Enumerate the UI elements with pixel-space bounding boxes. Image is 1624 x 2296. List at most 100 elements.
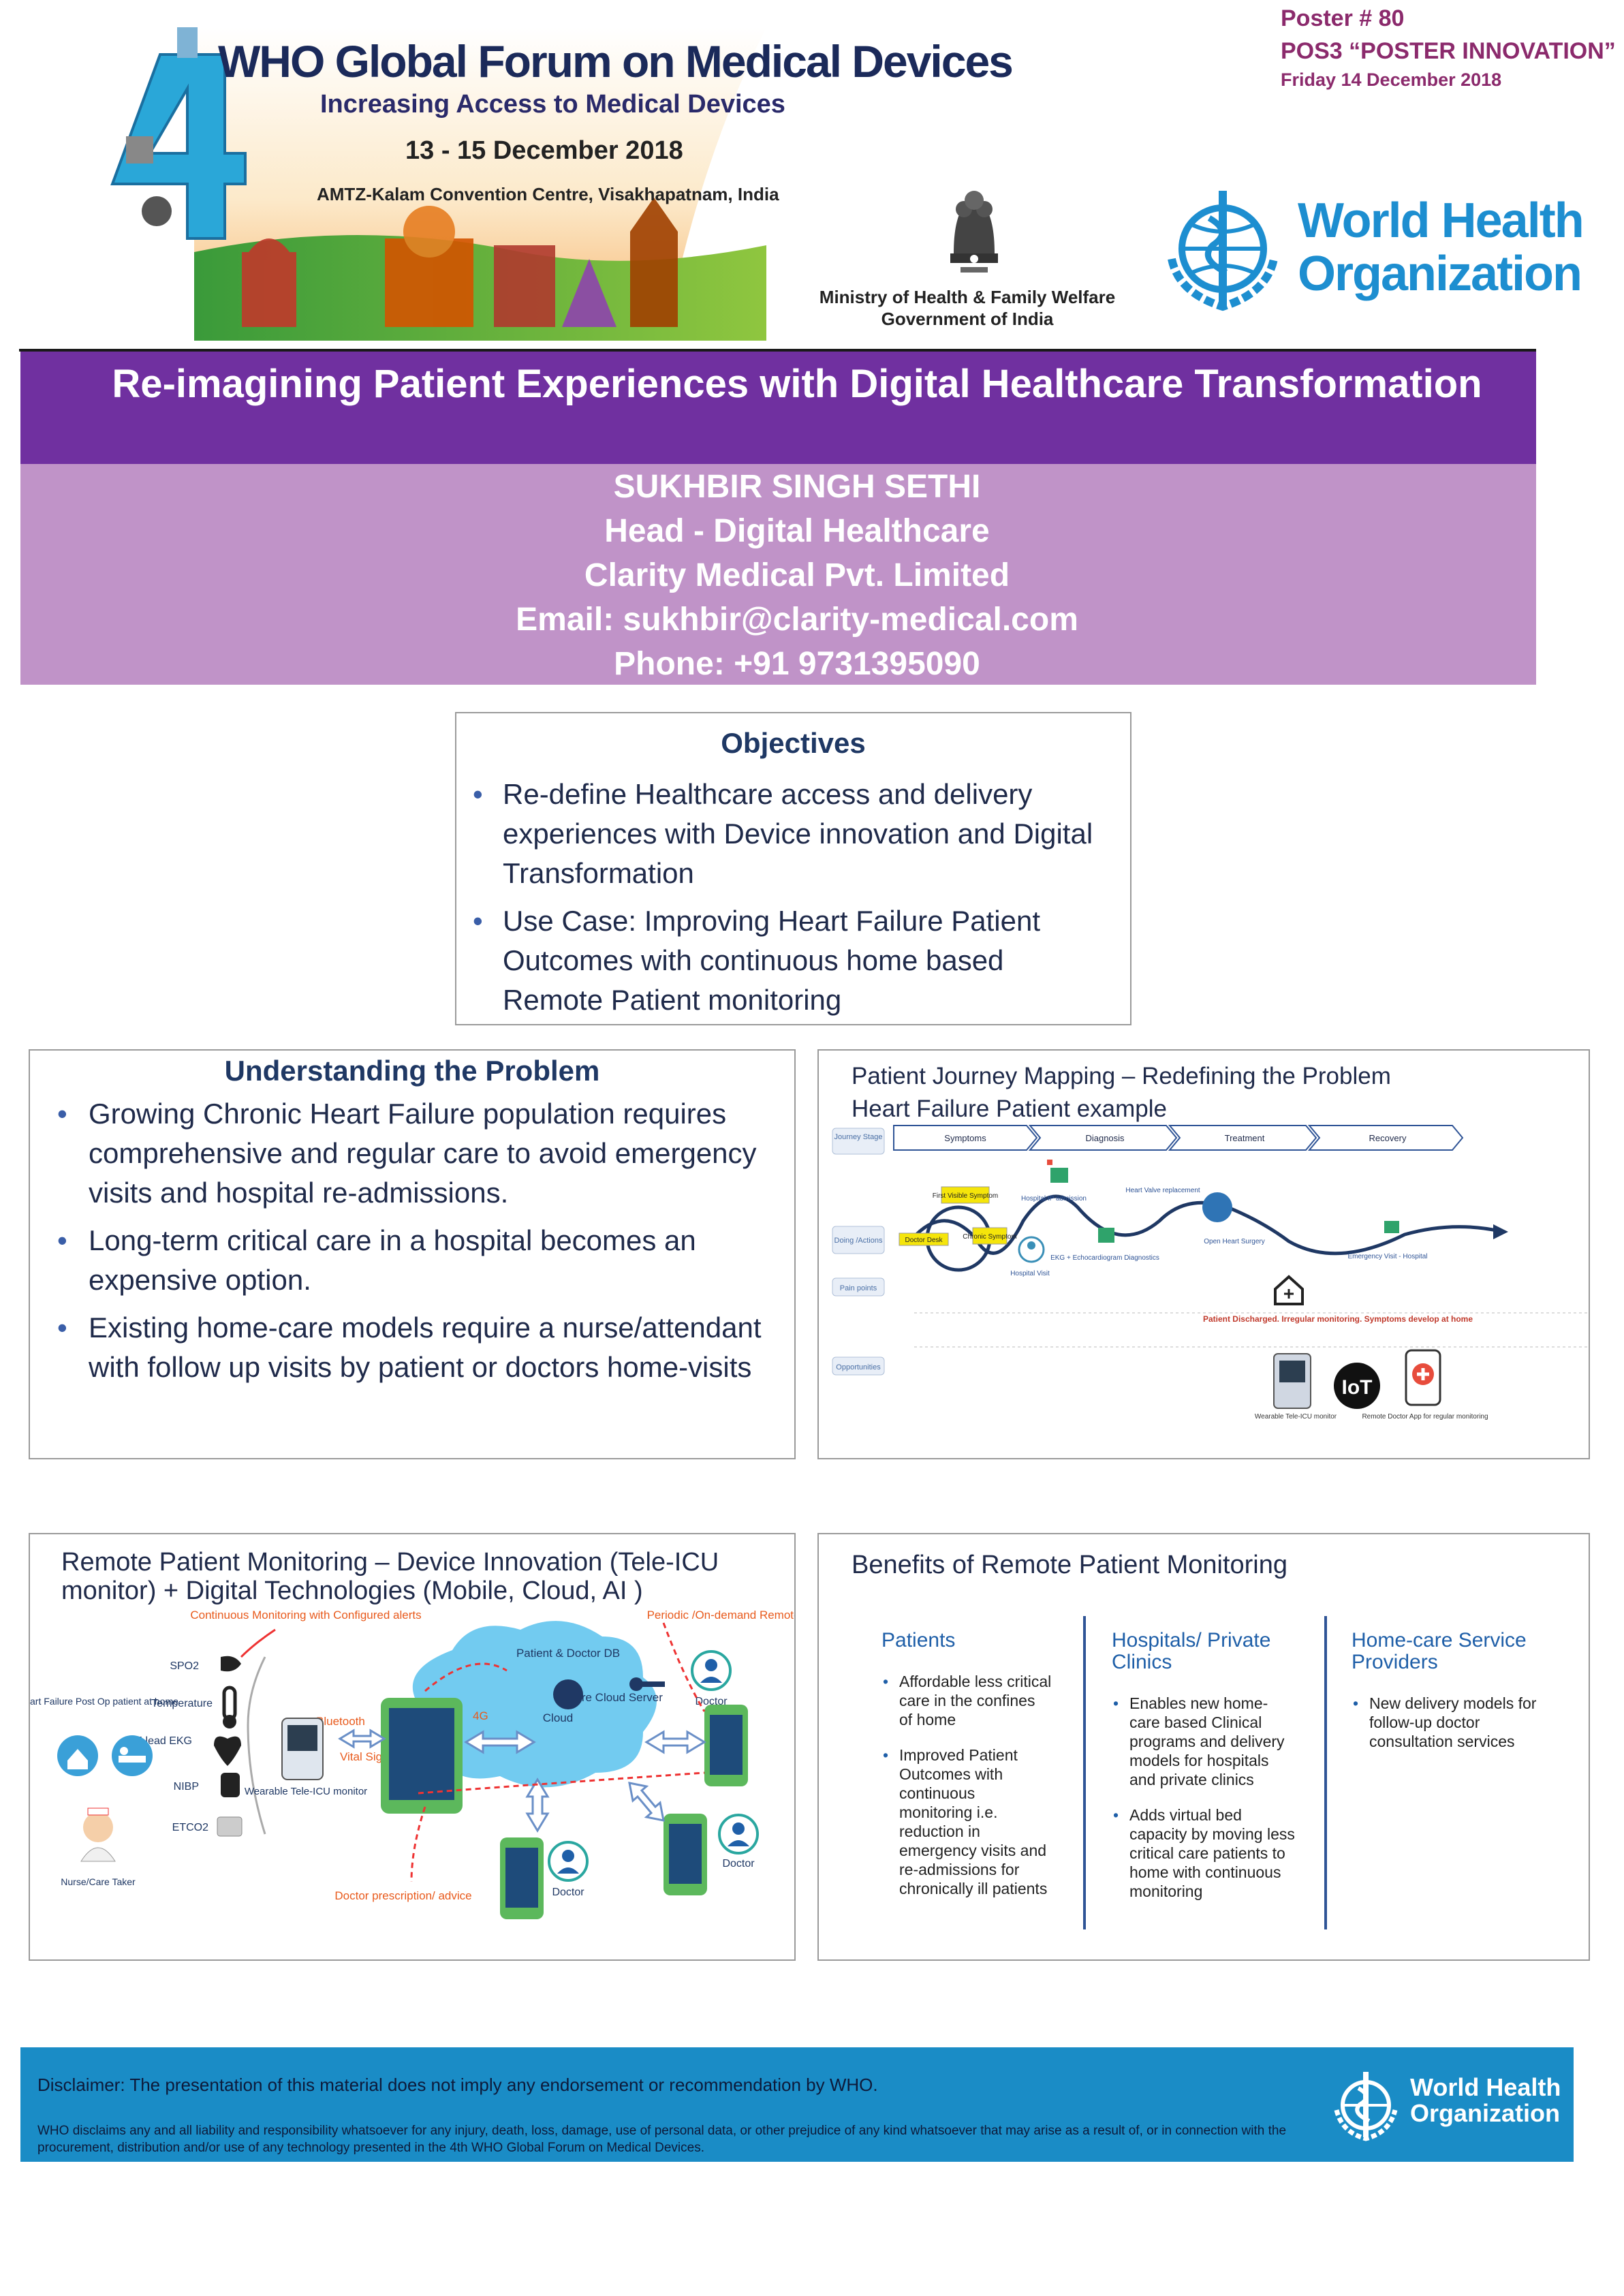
objectives-heading: Objectives (721, 727, 866, 759)
sync-arrow-icon (525, 1778, 550, 1833)
iot-icon (1334, 1363, 1380, 1409)
sync-arrow-icon (628, 1782, 665, 1822)
hospital-visit-label: Hospital Visit (1010, 1270, 1050, 1277)
bluetooth-arrow-icon (338, 1728, 386, 1749)
hospital-ip-label: Hospital IP admission (1021, 1195, 1087, 1203)
problem-list: Growing Chronic Heart Failure population… (57, 1094, 790, 1387)
author-role: Head - Digital Healthcare (604, 513, 990, 549)
forum-title: WHO Global Forum on Medical Devices (218, 36, 1014, 87)
forum-dates: 13 - 15 December 2018 (405, 136, 683, 165)
stage-treatment: Treatment (1225, 1133, 1265, 1143)
rpm-diagram: Patient & Doctor DB Secure Cloud Server … (30, 1609, 794, 1919)
who-emblem-icon (1168, 191, 1278, 311)
benefit-item: Enables new home-care based Clinical pro… (1112, 1694, 1296, 1789)
benefits-divider (1083, 1616, 1086, 1929)
row-pain: Pain points (840, 1284, 877, 1292)
pain-point-text: Patient Discharged. Irregular monitoring… (1203, 1314, 1473, 1324)
bluetooth-label: Bluetooth (316, 1715, 365, 1728)
problem-item: Long-term critical care in a hospital be… (57, 1221, 790, 1300)
forum-logo (110, 27, 766, 341)
benefits-divider (1324, 1616, 1327, 1929)
etco2-sensor-icon (217, 1816, 243, 1837)
opp-app-label: Remote Doctor App for regular monitoring (1362, 1413, 1488, 1421)
etco2-label: ETCO2 (172, 1822, 208, 1833)
benefits-box: Benefits of Remote Patient Monitoring Pa… (817, 1533, 1590, 1961)
doctor-prescription-label: Doctor prescription/ advice (334, 1889, 471, 1902)
poster-date: Friday 14 December 2018 (1281, 69, 1502, 90)
first-visible-symptom-label: First Visible Symptom (933, 1192, 999, 1200)
doctor-label: Doctor (722, 1858, 755, 1870)
title-banner (20, 352, 1536, 464)
doctor-avatar-icon (718, 1814, 759, 1855)
problem-item: Existing home-care models require a nurs… (57, 1308, 790, 1387)
benefit-item: Adds virtual bed capacity by moving less… (1112, 1805, 1296, 1901)
stage-recovery: Recovery (1369, 1133, 1407, 1143)
emergency-label: Emergency Visit - Hospital (1347, 1253, 1427, 1260)
4g-label: 4G (473, 1709, 488, 1722)
patient-db-label: Patient & Doctor DB (516, 1647, 620, 1660)
footer-who-logo-text: World Health Organization (1410, 2073, 1561, 2127)
benefits-heading: Hospitals/ Private Clinics (1112, 1629, 1271, 1673)
doctor-desk-label: Doctor Desk (905, 1237, 943, 1244)
author-name: SUKHBIR SINGH SETHI (613, 469, 981, 505)
thermometer-icon (222, 1686, 237, 1721)
patient-bed-icon (112, 1735, 153, 1776)
row-journey-stage: Journey Stage (834, 1133, 883, 1141)
chronic-symptom-label: Chronic Symptom (963, 1233, 1016, 1241)
temperature-label: Temperature (151, 1698, 213, 1709)
continuous-label: Continuous Monitoring with Configured al… (190, 1609, 421, 1622)
spo2-label: SPO2 (170, 1660, 199, 1672)
journey-box: Patient Journey Mapping – Redefining the… (817, 1049, 1590, 1459)
footer-bar (20, 2047, 1574, 2162)
benefits-title: Benefits of Remote Patient Monitoring (852, 1551, 1288, 1579)
stage-diagnosis: Diagnosis (1085, 1133, 1125, 1143)
footer-who-emblem-icon (1334, 2072, 1398, 2141)
nurse-icon (80, 1808, 116, 1862)
open-heart-label: Open Heart Surgery (1204, 1238, 1265, 1245)
disclaimer-fine-print: WHO disclaims any and all liability and … (37, 2124, 1287, 2155)
author-banner (20, 464, 1536, 685)
rpm-box: Remote Patient Monitoring – Device Innov… (29, 1533, 796, 1961)
problem-box: Understanding the Problem Growing Chroni… (29, 1049, 796, 1459)
server-icon (553, 1679, 583, 1709)
national-emblem-icon (950, 191, 998, 273)
spo2-sensor-icon (221, 1656, 241, 1672)
ekg-label: 5 lead EKG (136, 1735, 192, 1747)
benefit-item: Affordable less critical care in the con… (881, 1672, 1052, 1729)
forum-venue: AMTZ-Kalam Convention Centre, Visakhapat… (317, 184, 779, 204)
author-phone[interactable]: Phone: +91 9731395090 (614, 646, 980, 682)
disclaimer-text: Disclaimer: The presentation of this mat… (37, 2075, 878, 2095)
poster-number: Poster # 80 (1281, 5, 1405, 31)
home-icon (57, 1735, 98, 1776)
doctor-avatar-icon (691, 1650, 732, 1691)
key-icon (629, 1677, 643, 1691)
heart-failure-patient-label: Heart Failure Post Op patient at home (30, 1696, 178, 1707)
author-company: Clarity Medical Pvt. Limited (584, 557, 1010, 593)
periodic-label: Periodic /On-demand Remote Viewing (647, 1609, 794, 1622)
row-opportunities: Opportunities (836, 1363, 881, 1371)
objective-item: Use Case: Improving Heart Failure Patien… (473, 901, 1103, 1020)
benefits-column-homecare: Home-care Service Providers New delivery… (1352, 1630, 1556, 1767)
poster-title: Re-imagining Patient Experiences with Di… (112, 362, 1482, 406)
stage-symptoms: Symptoms (944, 1133, 986, 1143)
journey-title: Patient Journey Mapping – Redefining the… (852, 1063, 1391, 1122)
who-logo-text: World Health Organization (1298, 193, 1584, 301)
rpm-title: Remote Patient Monitoring – Device Innov… (61, 1548, 719, 1605)
heart-valve-label: Heart Valve replacement (1125, 1187, 1200, 1194)
nurse-label: Nurse/Care Taker (61, 1876, 136, 1887)
benefits-column-hospitals: Hospitals/ Private Clinics Enables new h… (1112, 1630, 1296, 1917)
nibp-cuff-icon (221, 1773, 240, 1797)
benefits-column-patients: Patients Affordable less critical care i… (881, 1630, 1052, 1914)
author-email[interactable]: Email: sukhbir@clarity-medical.com (516, 602, 1078, 638)
benefit-item: New delivery models for follow-up doctor… (1352, 1694, 1556, 1751)
forum-subtitle: Increasing Access to Medical Devices (320, 90, 785, 119)
iot-label: IoT (1342, 1376, 1373, 1399)
journey-diagram: Journey Stage Doing /Actions Pain points… (832, 1125, 1589, 1421)
problem-item: Growing Chronic Heart Failure population… (57, 1094, 790, 1213)
doctor-avatar-icon (548, 1841, 589, 1882)
nibp-label: NIBP (174, 1781, 199, 1793)
problem-heading: Understanding the Problem (224, 1055, 600, 1087)
wearable-label: Wearable Tele-ICU monitor (245, 1786, 367, 1797)
objective-item: Re-define Healthcare access and delivery… (473, 775, 1103, 893)
cloud-label: Cloud (543, 1711, 573, 1724)
